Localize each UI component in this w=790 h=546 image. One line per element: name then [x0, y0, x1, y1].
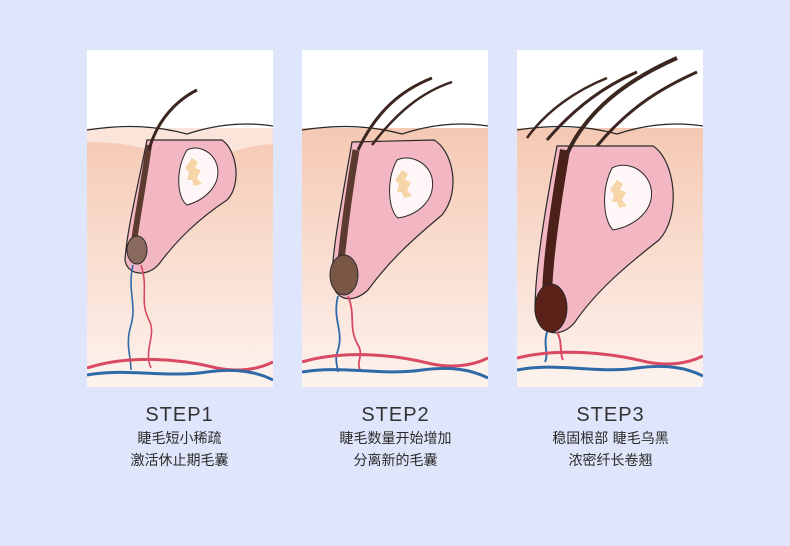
step3-line1: 稳固根部 睫毛乌黑	[552, 431, 669, 447]
step2-line2: 分离新的毛囊	[353, 453, 438, 469]
step1-line2: 激活休止期毛囊	[130, 453, 229, 469]
hair-follicle-stage2-image	[302, 76, 488, 387]
step2-caption: STEP2 睫毛数量开始增加 分离新的毛囊	[288, 402, 503, 472]
step3-illustration	[517, 50, 703, 387]
step2-illustration	[302, 50, 488, 387]
hair-follicle-stage1-image	[87, 88, 273, 387]
step3-title: STEP3	[576, 404, 645, 426]
step1-title: STEP1	[145, 404, 214, 426]
step3-line2: 浓密纤长卷翘	[568, 453, 653, 469]
step1-line1: 睫毛短小稀疏	[137, 431, 222, 447]
step1-caption: STEP1 睫毛短小稀疏 激活休止期毛囊	[72, 402, 287, 472]
step3-caption: STEP3 稳固根部 睫毛乌黑 浓密纤长卷翘	[503, 402, 718, 472]
hair-follicle-stage3-image	[517, 56, 703, 387]
step2-line1: 睫毛数量开始增加	[339, 431, 452, 447]
step1-illustration	[87, 50, 273, 387]
step2-title: STEP2	[361, 404, 430, 426]
